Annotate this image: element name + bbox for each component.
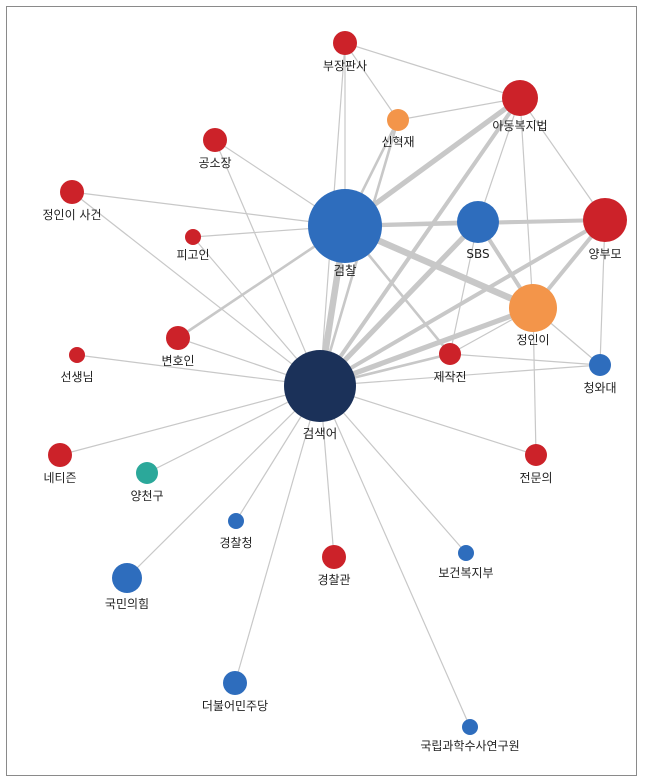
edge-search-netizen bbox=[59, 385, 321, 456]
label-shinhyukjae: 신혁재 bbox=[381, 135, 414, 149]
edge-search-teacher bbox=[76, 354, 321, 387]
node-producer bbox=[439, 343, 461, 365]
node-childwelfare bbox=[502, 80, 538, 116]
label-nfs: 국립과학수사연구원 bbox=[420, 739, 519, 753]
node-netizen bbox=[48, 443, 72, 467]
label-police: 경찰청 bbox=[219, 536, 252, 550]
node-teacher bbox=[69, 347, 85, 363]
label-search: 검색어 bbox=[303, 426, 338, 441]
label-prosecution: 검찰 bbox=[333, 263, 357, 278]
label-dpk: 더불어민주당 bbox=[202, 699, 268, 713]
label-ppp: 국민의힘 bbox=[105, 597, 149, 611]
edge-search-sbs bbox=[317, 219, 481, 389]
label-indictment: 공소장 bbox=[198, 156, 231, 170]
node-foster bbox=[583, 198, 627, 242]
node-dpk bbox=[223, 671, 247, 695]
label-judge: 부장판사 bbox=[323, 59, 367, 73]
edge-foster-childwelfare bbox=[519, 97, 606, 221]
node-ppp bbox=[112, 563, 142, 593]
label-childwelfare: 아동복지법 bbox=[492, 119, 547, 133]
node-sbs bbox=[457, 201, 499, 243]
label-yangcheon: 양천구 bbox=[130, 488, 163, 503]
edge-search-childwelfare bbox=[318, 96, 522, 388]
node-shinhyukjae bbox=[387, 109, 409, 131]
edge-jungin-childwelfare bbox=[519, 97, 534, 309]
edge-search-jungin bbox=[317, 305, 536, 389]
node-prosecution bbox=[308, 189, 382, 263]
node-yangcheon bbox=[136, 462, 158, 484]
node-defendant bbox=[185, 229, 201, 245]
label-foster: 양부모 bbox=[588, 247, 621, 261]
edge-search-health bbox=[319, 385, 467, 554]
label-specialist: 전문의 bbox=[519, 471, 552, 485]
node-search bbox=[284, 350, 356, 422]
edge-jungin-specialist bbox=[532, 307, 537, 456]
edge-shinhyukjae-judge bbox=[344, 42, 399, 121]
label-sbs: SBS bbox=[466, 247, 489, 261]
nodes-layer bbox=[48, 31, 627, 735]
label-officer: 경찰관 bbox=[317, 573, 350, 587]
edge-search-bluehouse bbox=[319, 364, 601, 387]
edge-sbs-childwelfare bbox=[477, 97, 521, 223]
node-specialist bbox=[525, 444, 547, 466]
node-officer bbox=[322, 545, 346, 569]
edge-search-foster bbox=[318, 218, 607, 388]
node-health bbox=[458, 545, 474, 561]
node-nfs bbox=[462, 719, 478, 735]
label-bluehouse: 청와대 bbox=[583, 381, 616, 395]
edge-search-nfs bbox=[319, 385, 471, 728]
node-indictment bbox=[203, 128, 227, 152]
edge-producer-bluehouse bbox=[449, 353, 601, 366]
edge-sbs-producer bbox=[449, 221, 479, 355]
edge-prosecution-junginCase bbox=[71, 191, 346, 227]
label-defendant: 피고인 bbox=[176, 248, 209, 262]
edge-foster-bluehouse bbox=[599, 219, 606, 366]
label-producer: 제작진 bbox=[433, 370, 466, 384]
node-police bbox=[228, 513, 244, 529]
node-junginCase bbox=[60, 180, 84, 204]
node-lawyer bbox=[166, 326, 190, 350]
label-lawyer: 변호인 bbox=[161, 354, 194, 368]
label-health: 보건복지부 bbox=[438, 566, 493, 580]
edge-childwelfare-judge bbox=[344, 42, 521, 99]
label-netizen: 네티즌 bbox=[43, 471, 76, 485]
node-judge bbox=[333, 31, 357, 55]
label-jungin: 정인이 bbox=[516, 333, 549, 347]
node-jungin bbox=[509, 284, 557, 332]
edge-search-indictment bbox=[214, 139, 321, 387]
edge-search-specialist bbox=[319, 385, 537, 456]
edge-search-junginCase bbox=[71, 191, 321, 387]
label-junginCase: 정인이 사건 bbox=[42, 208, 101, 222]
node-bluehouse bbox=[589, 354, 611, 376]
edge-childwelfare-shinhyukjae bbox=[397, 97, 521, 121]
label-teacher: 선생님 bbox=[60, 370, 93, 384]
edge-search-dpk bbox=[234, 385, 321, 684]
edge-search-ppp bbox=[126, 385, 321, 579]
